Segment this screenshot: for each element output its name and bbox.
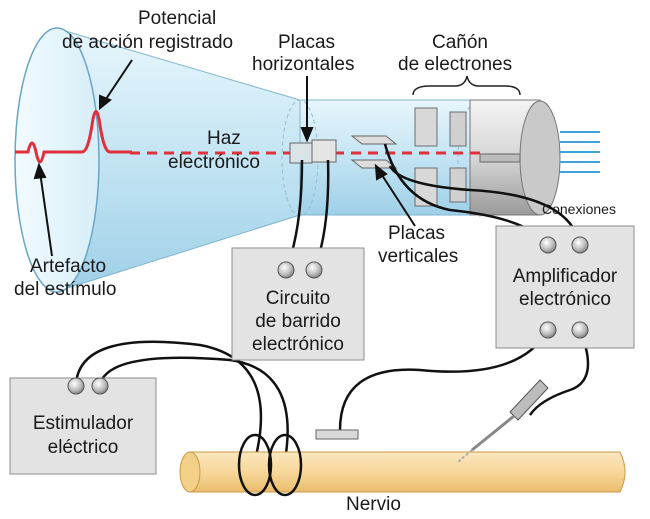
label-artefacto-1: Artefacto — [30, 256, 107, 277]
label-circuito-1: Circuito — [265, 288, 331, 309]
label-haz-2: electrónico — [168, 152, 260, 173]
label-potencial-1: Potencial — [138, 8, 217, 29]
vertical-plates — [350, 135, 398, 169]
horizontal-plates — [289, 139, 337, 164]
label-placas-v-2: verticales — [378, 246, 459, 267]
recording-electrode — [457, 379, 549, 463]
label-amplificador-1: Amplificador — [512, 266, 618, 287]
label-canon-2: de electrones — [398, 54, 513, 75]
amplifier-output-2 — [571, 321, 589, 339]
nerve — [179, 433, 626, 497]
label-circuito-3: electrónico — [252, 334, 344, 355]
sweep-circuit-box — [231, 247, 365, 361]
electron-gun — [412, 75, 600, 216]
label-estimulador-2: eléctrico — [47, 437, 119, 458]
ground-electrode — [315, 429, 359, 440]
label-placas-h-1: Placas — [278, 32, 336, 53]
amplifier-input-1 — [539, 236, 557, 254]
recorded-trace — [15, 110, 132, 164]
circuit-terminal-2 — [305, 261, 323, 279]
label-placas-v-1: Placas — [388, 223, 446, 244]
label-circuito-2: de barrido — [255, 311, 341, 332]
label-canon-1: Cañón — [432, 32, 488, 53]
stimulator-terminal-2 — [91, 377, 109, 395]
label-potencial-2: de acción registrado — [62, 32, 234, 53]
circuit-terminal-1 — [277, 261, 295, 279]
label-estimulador-1: Estimulador — [32, 413, 134, 434]
stimulator-box — [9, 377, 157, 475]
stimulator-terminal-1 — [67, 377, 85, 395]
tube-screen — [14, 27, 100, 293]
label-placas-h-2: horizontales — [252, 54, 355, 75]
label-nervio: Nervio — [346, 494, 401, 515]
amplifier-box — [495, 225, 635, 349]
amplifier-output-1 — [539, 321, 557, 339]
label-artefacto-2: del estímulo — [14, 279, 117, 300]
label-amplificador-2: electrónico — [519, 289, 611, 310]
label-conexiones: Conexiones — [542, 201, 616, 217]
amplifier-input-2 — [571, 236, 589, 254]
label-haz-1: Haz — [207, 128, 241, 149]
